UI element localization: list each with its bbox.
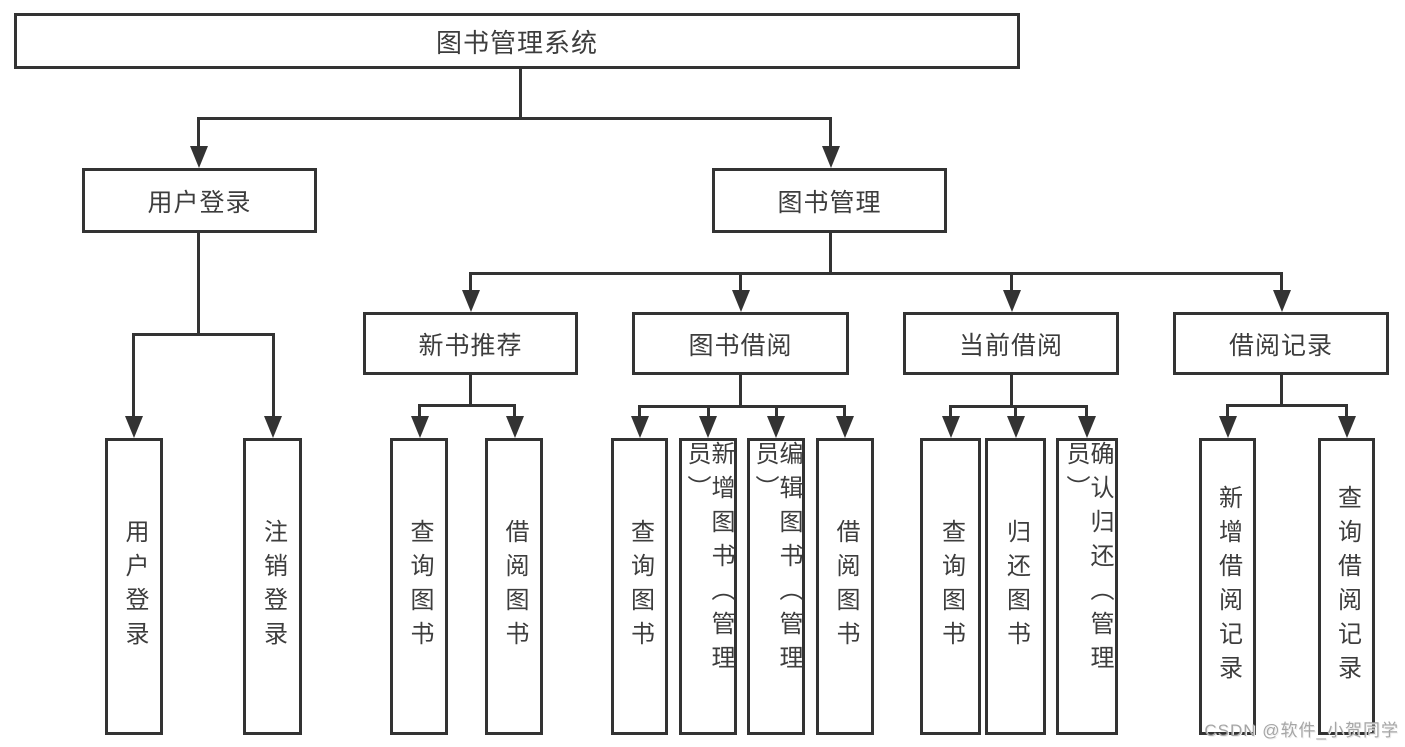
- node-root: 图书管理系统: [14, 13, 1020, 69]
- connector-line: [418, 404, 421, 418]
- arrow-down: [125, 416, 143, 438]
- arrow-down: [1007, 416, 1025, 438]
- arrow-down: [732, 290, 750, 312]
- arrow-down: [411, 416, 429, 438]
- connector-line: [519, 69, 522, 119]
- leaf-query-books-recommend-label: 查询图书: [406, 518, 433, 655]
- node-current-borrowing: 当前借阅: [903, 312, 1119, 375]
- connector-line: [739, 272, 742, 292]
- arrow-down: [942, 416, 960, 438]
- arrow-down: [264, 416, 282, 438]
- arrow-down: [822, 146, 840, 168]
- node-book-management-label: 图书管理: [777, 188, 882, 217]
- leaf-query-books-current: 查询图书: [920, 438, 981, 735]
- node-book-management: 图书管理: [712, 168, 947, 233]
- connector-line: [197, 117, 200, 148]
- leaf-user-login-label: 用户登录: [121, 518, 148, 655]
- leaf-borrow-books: 借阅图书: [816, 438, 874, 735]
- arrow-down: [1003, 290, 1021, 312]
- leaf-user-login: 用户登录: [105, 438, 163, 735]
- leaf-logout-label: 注销登录: [259, 518, 287, 655]
- connector-line: [1280, 272, 1283, 292]
- arrow-down: [631, 416, 649, 438]
- connector-line: [949, 405, 1088, 408]
- leaf-query-borrow-record: 查询借阅记录: [1318, 438, 1375, 735]
- connector-line: [739, 375, 742, 408]
- arrow-down: [506, 416, 524, 438]
- leaf-confirm-return-admin-label: 确认归还（管理员）: [1062, 441, 1113, 679]
- connector-line: [775, 405, 778, 418]
- connector-line: [707, 405, 710, 418]
- arrow-down: [836, 416, 854, 438]
- connector-line: [1010, 375, 1013, 408]
- connector-line: [1014, 405, 1017, 418]
- leaf-borrow-books-recommend-label: 借阅图书: [501, 518, 528, 655]
- node-book-borrowing-label: 图书借阅: [688, 331, 793, 360]
- connector-line: [1345, 404, 1348, 418]
- arrow-down: [190, 146, 208, 168]
- connector-line: [1226, 404, 1229, 418]
- node-borrowing-records: 借阅记录: [1173, 312, 1389, 375]
- connector-line: [1085, 405, 1088, 418]
- leaf-add-borrow-record-label: 新增借阅记录: [1214, 484, 1242, 689]
- connector-line: [1226, 404, 1348, 407]
- connector-line: [829, 233, 832, 275]
- connector-line: [469, 375, 472, 407]
- leaf-borrow-books-recommend: 借阅图书: [485, 438, 543, 735]
- leaf-query-books-borrowing-label: 查询图书: [626, 518, 654, 655]
- arrow-down: [1338, 416, 1356, 438]
- node-root-label: 图书管理系统: [435, 27, 598, 58]
- node-user-login: 用户登录: [82, 168, 317, 233]
- node-book-borrowing: 图书借阅: [632, 312, 849, 375]
- leaf-add-books-admin-label: 新增图书（管理员）: [683, 441, 734, 679]
- leaf-add-books-admin: 新增图书（管理员）: [679, 438, 737, 735]
- leaf-query-books-current-label: 查询图书: [937, 518, 965, 655]
- connector-line: [829, 117, 832, 148]
- arrow-down: [1273, 290, 1291, 312]
- arrow-down: [1219, 416, 1237, 438]
- node-user-login-label: 用户登录: [147, 188, 252, 217]
- arrow-down: [1078, 416, 1096, 438]
- connector-line: [272, 333, 275, 418]
- leaf-query-borrow-record-label: 查询借阅记录: [1333, 484, 1361, 689]
- connector-line: [132, 333, 135, 418]
- connector-line: [843, 405, 846, 418]
- leaf-query-books-recommend: 查询图书: [390, 438, 448, 735]
- csdn-watermark: CSDN @软件_小贺同学: [1204, 721, 1399, 740]
- node-borrowing-records-label: 借阅记录: [1228, 331, 1333, 360]
- node-new-book-recommend: 新书推荐: [363, 312, 578, 375]
- connector-line: [1010, 272, 1013, 292]
- leaf-confirm-return-admin: 确认归还（管理员）: [1056, 438, 1118, 735]
- connector-line: [638, 405, 846, 408]
- leaf-add-borrow-record: 新增借阅记录: [1199, 438, 1256, 735]
- leaf-edit-books-admin-label: 编辑图书（管理员）: [751, 441, 802, 679]
- leaf-query-books-borrowing: 查询图书: [611, 438, 668, 735]
- arrow-down: [699, 416, 717, 438]
- connector-line: [1280, 375, 1283, 407]
- node-new-book-recommend-label: 新书推荐: [418, 331, 523, 360]
- connector-line: [469, 272, 472, 292]
- arrow-down: [462, 290, 480, 312]
- leaf-borrow-books-label: 借阅图书: [832, 518, 859, 655]
- leaf-return-books: 归还图书: [985, 438, 1046, 735]
- connector-line: [197, 117, 832, 120]
- connector-line: [132, 333, 275, 336]
- node-current-borrowing-label: 当前借阅: [958, 331, 1063, 360]
- connector-line: [513, 404, 516, 418]
- leaf-return-books-label: 归还图书: [1002, 518, 1030, 655]
- leaf-logout: 注销登录: [243, 438, 302, 735]
- connector-line: [949, 405, 952, 418]
- connector-line: [638, 405, 641, 418]
- leaf-edit-books-admin: 编辑图书（管理员）: [747, 438, 805, 735]
- connector-line: [469, 272, 1282, 275]
- arrow-down: [767, 416, 785, 438]
- connector-line: [418, 404, 516, 407]
- connector-line: [197, 233, 200, 335]
